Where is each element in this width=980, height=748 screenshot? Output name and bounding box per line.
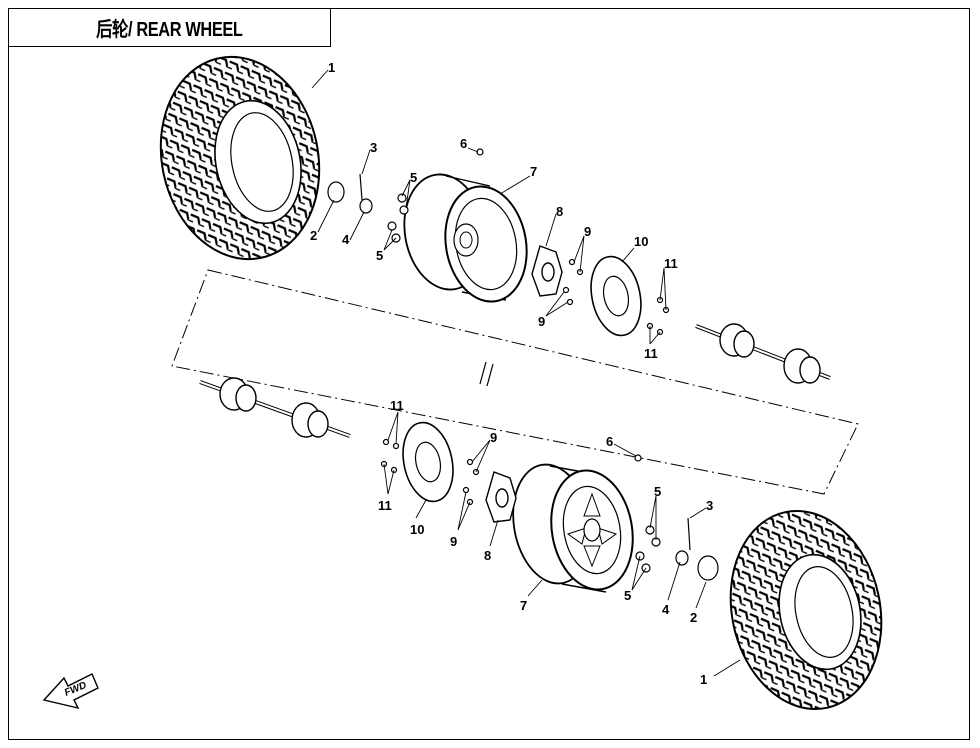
callout-2-lower: 2 [690, 610, 697, 625]
callout-5-upper-b: 5 [376, 248, 383, 263]
upper-rim [403, 173, 528, 303]
callout-11-upper-b: 11 [644, 346, 658, 361]
callout-9-upper-a: 9 [584, 224, 591, 239]
callout-2-upper: 2 [310, 228, 317, 243]
callout-6-upper: 6 [460, 136, 467, 151]
upper-hub [531, 245, 563, 297]
lower-drive-shaft [199, 377, 351, 438]
callout-3-upper: 3 [370, 140, 377, 155]
lower-tire [729, 509, 883, 711]
callout-11-lower-a: 11 [390, 398, 404, 413]
callout-5-upper-a: 5 [410, 170, 417, 185]
callout-9-lower-b: 9 [450, 534, 457, 549]
callout-9-lower-a: 9 [490, 430, 497, 445]
callout-8-upper: 8 [556, 204, 563, 219]
callout-4-upper: 4 [342, 232, 350, 247]
callout-3-lower: 3 [706, 498, 713, 513]
title-box: 后轮/ REAR WHEEL [8, 8, 331, 47]
upper-brake-disc [590, 255, 642, 337]
drawing-frame [8, 8, 970, 740]
lower-rim [512, 463, 634, 593]
callout-1-upper: 1 [328, 60, 335, 75]
callout-11-lower-b: 11 [378, 498, 392, 513]
callout-8-lower: 8 [484, 548, 491, 563]
callout-labels: 1 2 3 4 5 5 6 7 8 9 9 10 11 11 11 11 10 … [310, 60, 713, 687]
callout-1-lower: 1 [700, 672, 707, 687]
callout-7-upper: 7 [530, 164, 537, 179]
upper-drive-shaft [695, 323, 831, 384]
diagram-title: 后轮/ REAR WHEEL [95, 18, 243, 41]
leader-lines [311, 69, 741, 677]
upper-tire [159, 55, 321, 261]
callout-6-lower: 6 [606, 434, 613, 449]
callout-9-upper-b: 9 [538, 314, 545, 329]
callout-5-lower-b: 5 [624, 588, 631, 603]
callout-11-upper-a: 11 [664, 256, 678, 271]
fwd-arrow-icon: FWD [42, 673, 99, 710]
lower-hub [485, 471, 517, 523]
break-mark [479, 361, 494, 387]
lower-brake-disc [402, 421, 454, 503]
assembly-outline [171, 269, 859, 495]
callout-10-upper: 10 [634, 234, 648, 249]
callout-4-lower: 4 [662, 602, 670, 617]
callout-5-lower-a: 5 [654, 484, 661, 499]
callout-10-lower: 10 [410, 522, 424, 537]
callout-7-lower: 7 [520, 598, 527, 613]
